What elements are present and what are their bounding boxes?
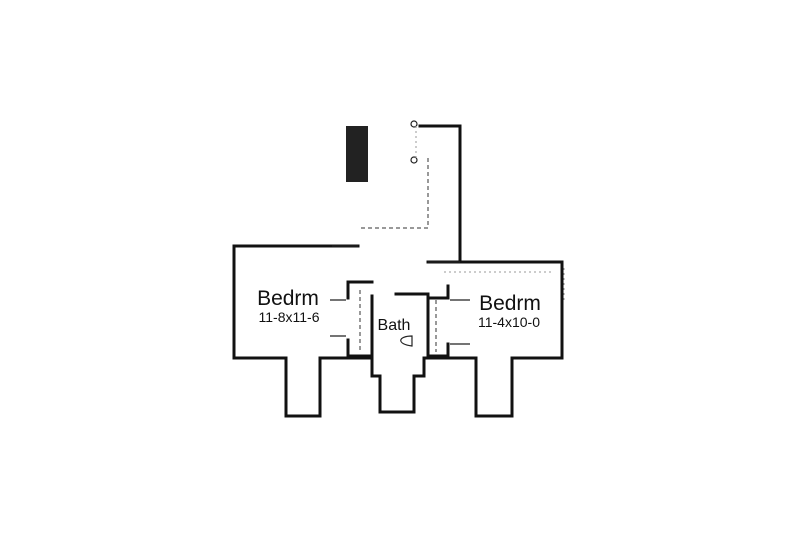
left-bedroom-wall: [232, 244, 564, 418]
right-closet-wall: [426, 284, 450, 358]
left-closet-door: [330, 299, 346, 337]
right-closet-door: [450, 299, 470, 345]
room-name-right-bedroom: Bedrm: [479, 292, 541, 315]
room-name-bath: Bath: [378, 317, 411, 334]
room-size-left-bedroom: 11-8x11-6: [259, 309, 320, 325]
door-swing-icon: [410, 120, 418, 128]
stair-line: [360, 158, 429, 229]
left-closet-wall: [346, 280, 374, 358]
room-size-right-bedroom: 11-4x10-0: [478, 314, 540, 330]
door-swing-icon: [410, 156, 418, 164]
chimney-block: [346, 126, 368, 182]
exterior-wall-upper: [418, 124, 462, 262]
room-name-left-bedroom: Bedrm: [257, 287, 319, 310]
toilet-icon: [400, 335, 413, 347]
